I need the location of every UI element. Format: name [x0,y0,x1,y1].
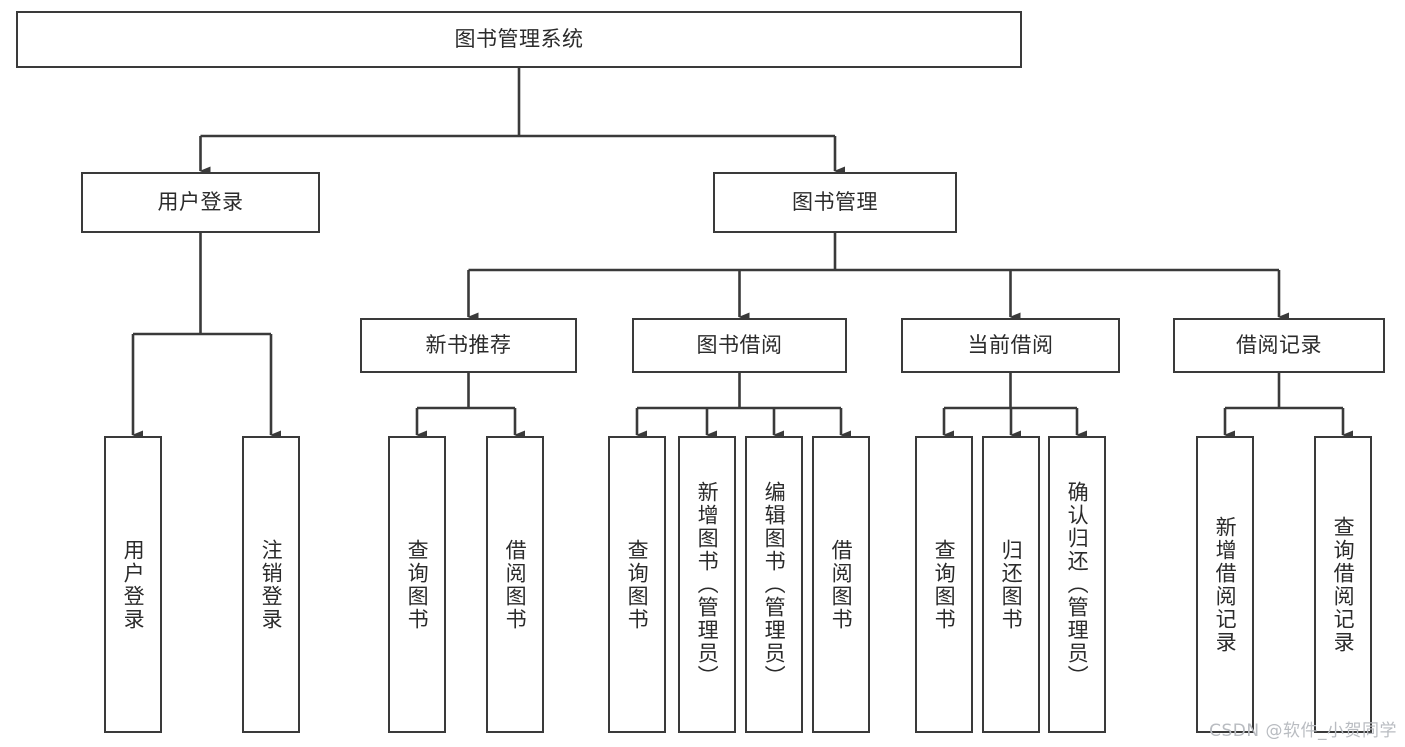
node-label: 确认归还（管理员） [1065,481,1090,688]
node-leaf-logout[interactable]: 注销登录 [242,436,300,733]
node-label: 新书推荐 [425,332,512,357]
node-leaf-query-book-1[interactable]: 查询图书 [388,436,446,733]
node-leaf-borrow-book-1[interactable]: 借阅图书 [486,436,544,733]
node-label: 新增图书（管理员） [695,481,720,688]
node-label: 注销登录 [259,538,284,631]
node-label: 图书管理 [792,189,878,214]
node-label: 图书借阅 [696,332,783,357]
node-label: 查询借阅记录 [1331,515,1356,654]
node-root[interactable]: 图书管理系统 [16,11,1022,68]
node-user-login[interactable]: 用户登录 [81,172,320,233]
node-label: 新增借阅记录 [1213,515,1238,654]
node-label: 查询图书 [405,538,430,631]
node-leaf-add-record[interactable]: 新增借阅记录 [1196,436,1254,733]
node-new-book-rec[interactable]: 新书推荐 [360,318,577,373]
node-leaf-edit-book[interactable]: 编辑图书（管理员） [745,436,803,733]
watermark-text: CSDN @软件_小贺同学 [1209,721,1397,741]
node-borrow-record[interactable]: 借阅记录 [1173,318,1385,373]
node-label: 图书管理系统 [454,26,584,51]
node-leaf-query-book-3[interactable]: 查询图书 [915,436,973,733]
node-label: 用户登录 [121,538,146,631]
node-label: 用户登录 [157,189,244,214]
node-leaf-query-record[interactable]: 查询借阅记录 [1314,436,1372,733]
node-leaf-return-book[interactable]: 归还图书 [982,436,1040,733]
node-book-manage[interactable]: 图书管理 [713,172,957,233]
node-leaf-add-book[interactable]: 新增图书（管理员） [678,436,736,733]
edges [131,68,1353,440]
node-leaf-confirm-return[interactable]: 确认归还（管理员） [1048,436,1106,733]
node-label: 查询图书 [932,538,957,631]
node-leaf-borrow-book-2[interactable]: 借阅图书 [812,436,870,733]
node-label: 借阅记录 [1236,332,1322,357]
node-label: 当前借阅 [967,332,1054,357]
node-leaf-user-login[interactable]: 用户登录 [104,436,162,733]
node-label: 查询图书 [625,538,650,631]
node-leaf-query-book-2[interactable]: 查询图书 [608,436,666,733]
node-current-borrow[interactable]: 当前借阅 [901,318,1120,373]
node-label: 归还图书 [999,538,1024,631]
node-label: 借阅图书 [829,538,854,631]
node-book-borrow[interactable]: 图书借阅 [632,318,847,373]
node-label: 借阅图书 [503,538,528,631]
node-label: 编辑图书（管理员） [762,481,787,688]
